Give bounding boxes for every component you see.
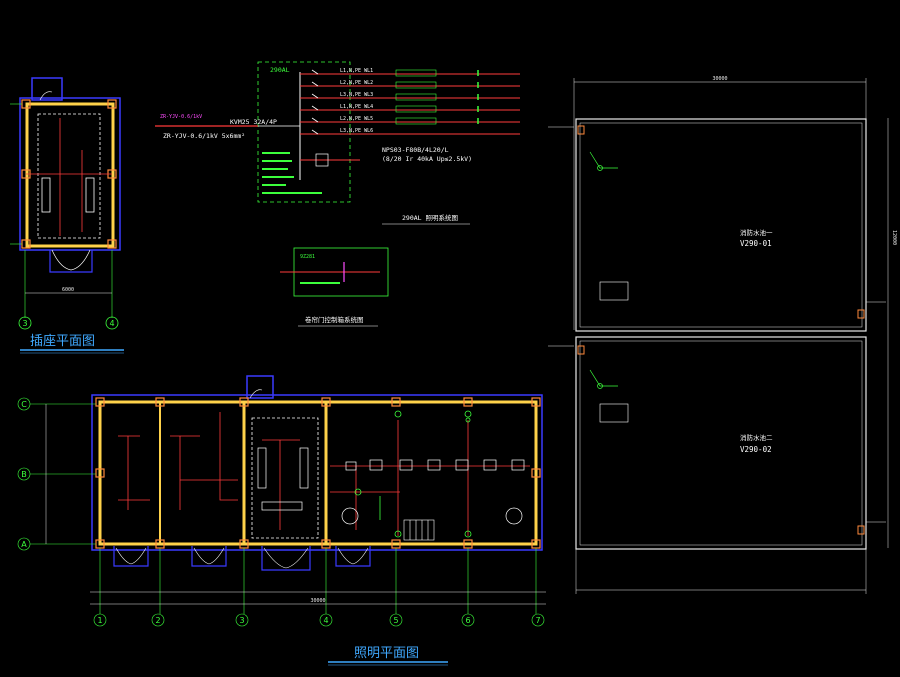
socket-plan-title: 插座平面图 [30, 334, 95, 349]
feeder-label: L1,N,PE WL1 [340, 68, 373, 74]
socket-axis-label: 4 [109, 319, 114, 328]
light-fixtures [345, 459, 525, 471]
distribution-title: 290AL 照明系统图 [402, 213, 458, 222]
socket-axis-label: 3 [22, 319, 27, 328]
socket-equipment-block [85, 177, 95, 213]
row-axis-bubble [17, 537, 31, 551]
tank-1-code: V290-01 [740, 239, 772, 248]
column-axis-label: 2 [155, 616, 160, 625]
tank-width-dimension: 30000 [712, 76, 727, 82]
distribution-diagram: 290AL KVM25 32A/4P ZR-YJV-0.6/1kV 5x6mm²… [155, 61, 520, 225]
lighting-plan-title: 照明平面图 [354, 646, 419, 661]
surge-protector-spec: (8/20 Ir 40kA Up≤2.5kV) [382, 155, 472, 163]
socket-plan: 3 4 6000 插座平面图 [10, 77, 124, 354]
column-axis-label: 3 [239, 616, 244, 625]
water-tanks: 30000 12000 消防水池一 V290-01 消防水池二 V290-02 [548, 76, 897, 594]
column-axis-label: 6 [465, 616, 470, 625]
socket-dimension: 6000 [62, 287, 74, 293]
column-axis-label: 7 [535, 616, 540, 625]
socket-plan-entry [31, 77, 63, 101]
lighting-plan: C B A 1 2 3 4 5 6 7 [17, 375, 546, 666]
control-box-diagram: 9Z281 卷帘门控制箱系统图 [280, 247, 389, 327]
panel-code: 290AL [270, 66, 290, 74]
tank-2-code: V290-02 [740, 445, 772, 454]
incoming-breaker: KVM25 32A/4P [230, 118, 277, 126]
column-axis-label: 1 [97, 616, 102, 625]
socket-plan-walls [25, 102, 115, 248]
feeder-label: L2,N,PE WL2 [340, 80, 373, 86]
tank-2-outline [575, 336, 867, 550]
tank-1-outline [575, 118, 867, 332]
feeder-lines: L1,N,PE WL1 L2,N,PE WL2 L3,N,PE WL3 L1,N… [300, 68, 520, 135]
incoming-cable: ZR-YJV-0.6/1kV 5x6mm² [163, 132, 245, 140]
feeder-label: L3,N,PE WL3 [340, 92, 373, 98]
svg-text:ZR-YJV-0.6/1kV: ZR-YJV-0.6/1kV [160, 114, 202, 120]
socket-equipment-block [41, 177, 51, 213]
row-axis-label: C [21, 400, 27, 409]
row-axis-bubble [17, 467, 31, 481]
tank-2-name: 消防水池二 [740, 433, 773, 442]
feeder-label: L3,N,PE WL6 [340, 128, 373, 134]
surge-protector-model: NPS03-F80B/4L20/L [382, 146, 449, 154]
lighting-plan-outline [91, 394, 543, 551]
feeder-label: L1,N,PE WL4 [340, 104, 373, 110]
socket-plan-outline [19, 97, 121, 251]
tank-1-name: 消防水池一 [740, 228, 773, 237]
lighting-total-dimension: 30000 [310, 598, 325, 604]
control-box-title: 卷帘门控制箱系统图 [305, 315, 364, 324]
row-axis-label: B [21, 470, 27, 479]
column-axis-label: 5 [393, 616, 398, 625]
surge-protector-symbol [315, 153, 329, 167]
socket-axis-bubble [105, 316, 119, 330]
distribution-panel-box [257, 61, 351, 203]
row-axis-label: A [21, 540, 27, 549]
control-box-code: 9Z281 [300, 254, 315, 260]
socket-plan-inner [37, 113, 101, 239]
socket-axis-bubble [18, 316, 32, 330]
row-axis-bubble [17, 397, 31, 411]
tank-height-dimension: 12000 [891, 230, 897, 245]
lighting-plan-walls [98, 400, 538, 546]
column-axis-label: 4 [323, 616, 328, 625]
feeder-label: L2,N,PE WL5 [340, 116, 373, 122]
